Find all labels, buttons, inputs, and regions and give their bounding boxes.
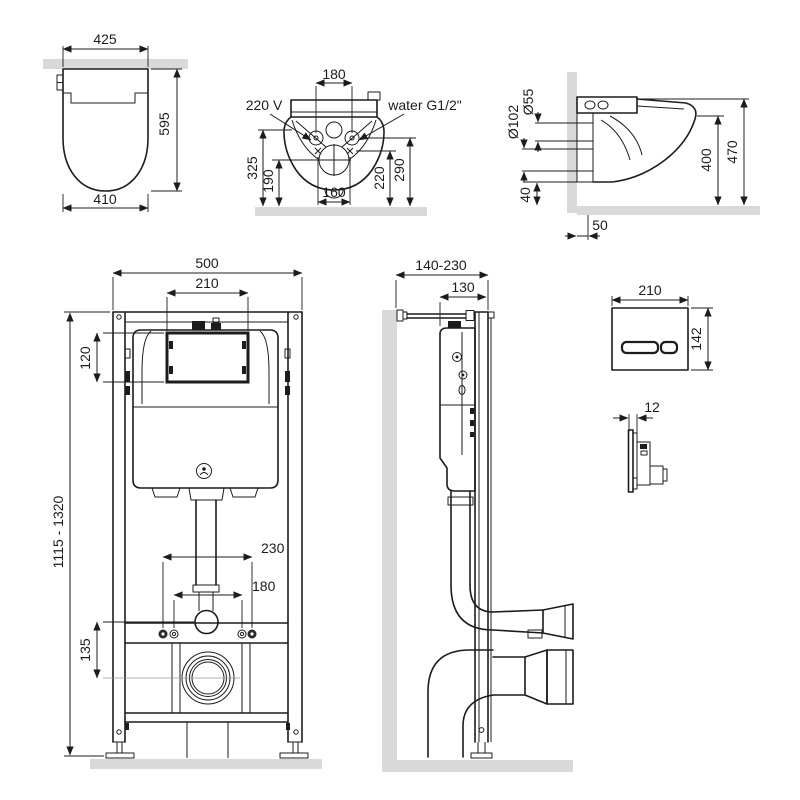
cistern-cap (448, 321, 461, 328)
water-label: water G1/2" (387, 97, 461, 113)
wall-section (43, 59, 188, 69)
floor-section (255, 207, 427, 216)
seat-top-view: 425 595 410 (43, 31, 188, 212)
flush-outlet-cone (542, 603, 574, 640)
bottom-lug (324, 189, 344, 199)
rear-block-tab (367, 91, 381, 101)
power-label: 220 V (246, 97, 283, 113)
floor-section (382, 760, 573, 772)
wall-section (567, 72, 577, 213)
left-cross-mark (314, 147, 322, 155)
wall-section (382, 310, 397, 772)
flush-plate-front-view: 210 142 (611, 282, 713, 371)
water-leader (358, 113, 405, 141)
access-window (165, 331, 250, 384)
dim-label-waste-drop: 135 (77, 638, 93, 662)
frame-front-view: 500 210 120 1115 - 1320 230 180 135 (50, 255, 322, 769)
flush-plate-side-view: 12 (613, 399, 668, 493)
dim-label-bottom-clearance: 40 (517, 187, 533, 203)
waste-outlet-cone (524, 649, 548, 705)
left-base-plate (105, 752, 135, 759)
bowl-side-view: Ø55 Ø102 40 400 470 50 (505, 72, 760, 240)
right-top-screw (293, 314, 299, 320)
dim-label-frame-width: 500 (195, 255, 219, 271)
dim-label-total-height: 470 (724, 140, 740, 164)
flush-plate (611, 307, 689, 371)
dim-label-drain-spacing: 160 (322, 184, 346, 200)
cistern-valve-cap (211, 323, 221, 330)
dim-label-bolt-spacing: 180 (322, 66, 346, 82)
flush-mechanism (636, 441, 651, 486)
dim-label-supply-diameter: Ø55 (520, 89, 536, 116)
seat-cover-outline (62, 68, 149, 192)
flush-bend-fitting (194, 609, 219, 635)
small-flush-button (659, 340, 679, 355)
dim-label-window-width: 210 (195, 275, 219, 291)
pipework (427, 490, 574, 758)
dim-label-inner-bolt-spacing: 180 (252, 578, 276, 594)
dim-label-right-inner: 220 (371, 166, 387, 190)
dim-label-rim-height: 400 (698, 148, 714, 172)
bowl-rear-block (290, 99, 378, 118)
dim-label-right-outer: 290 (391, 158, 407, 182)
dim-label-left-inner: 190 (260, 169, 276, 193)
dim-label-top-width: 425 (93, 31, 117, 47)
floor-section (577, 206, 760, 215)
hinge-block (576, 96, 638, 114)
dim-label-plate-thickness: 12 (644, 399, 660, 415)
inner-bolt-left (169, 629, 179, 639)
dim-label-bottom-width: 410 (93, 191, 117, 207)
dim-label-outer-bolt-spacing: 230 (261, 540, 285, 556)
dim-label-install-height: 1115 - 1320 (50, 495, 66, 568)
dim-label-depth-range: 140-230 (415, 257, 467, 273)
concealed-cistern (132, 329, 279, 489)
dim-label-left-outer: 325 (244, 156, 260, 180)
top-fixing-hole (325, 121, 343, 139)
base-plate (470, 752, 493, 759)
left-top-screw (116, 314, 122, 320)
dim-label-height: 595 (156, 112, 172, 136)
right-cross-mark (346, 147, 354, 155)
plate-side-profile (627, 429, 634, 493)
wall-anchor (396, 309, 404, 322)
big-flush-button (620, 340, 660, 355)
waste-elbow (427, 649, 494, 758)
seat-lid-seam (63, 92, 148, 104)
dim-label-window-height: 120 (77, 346, 93, 370)
right-base-plate (279, 752, 309, 759)
bowl-front-view: 220 V water G1/2" 180 325 190 160 220 29… (244, 66, 462, 216)
dim-label-plate-width: 210 (638, 282, 662, 298)
power-leader (269, 113, 312, 141)
dim-label-plate-height: 142 (688, 327, 704, 351)
dim-label-frame-depth: 130 (451, 279, 475, 295)
floor-section (90, 759, 322, 769)
dim-label-waste-diameter: Ø102 (505, 105, 521, 139)
frame-side-view: 140-230 130 (382, 257, 574, 772)
inner-bolt-right (237, 629, 247, 639)
brand-logo-icon (196, 463, 212, 479)
dim-label-wall-offset: 50 (592, 217, 608, 233)
bowl-outline (283, 116, 385, 191)
cistern-connector (192, 321, 205, 330)
bowl-profile (592, 98, 697, 183)
